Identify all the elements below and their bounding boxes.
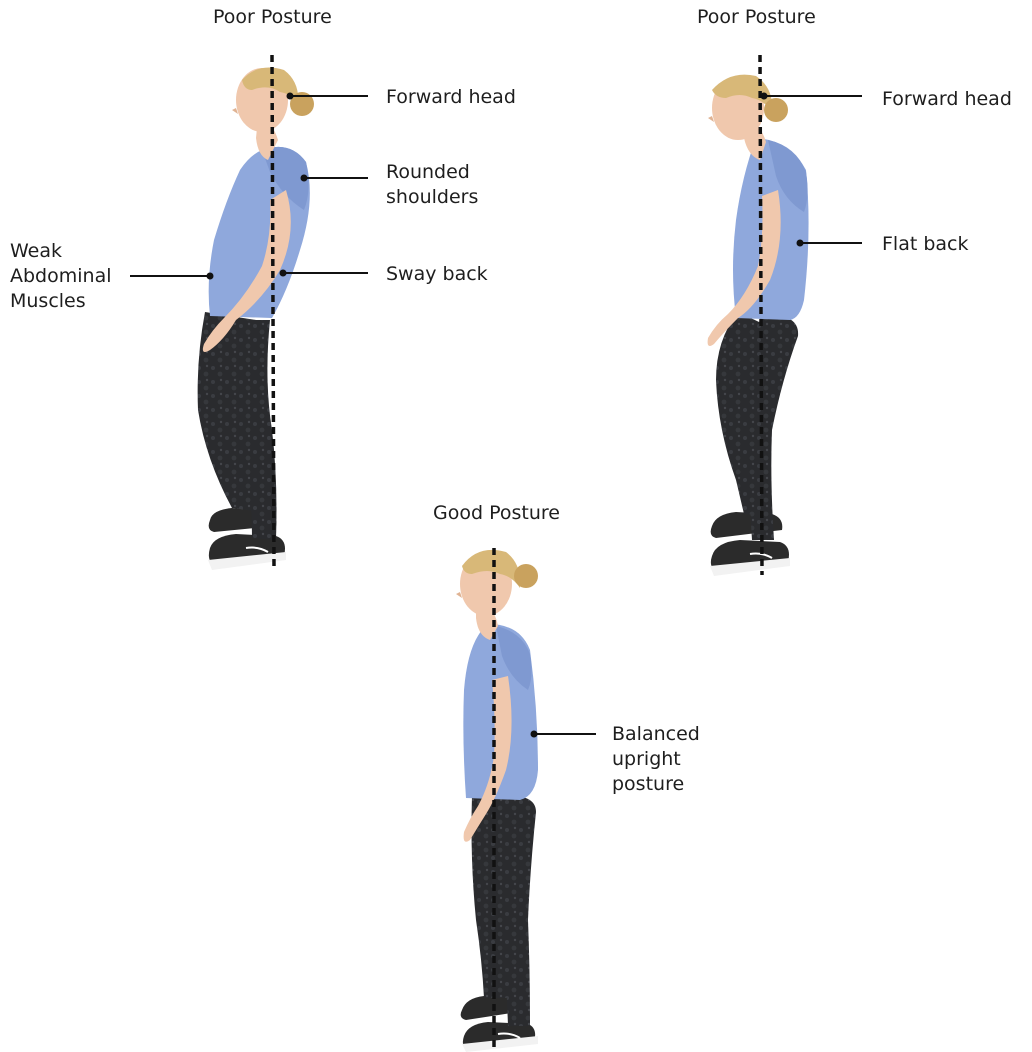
figure-sway-back [130,55,368,570]
callouts-3 [531,731,597,738]
head-3 [456,550,538,640]
legs-2 [716,312,798,540]
legs-3 [472,795,537,1026]
plumb-line-1 [272,55,274,568]
figure-flat-back [708,55,862,576]
figure-good-posture [456,548,596,1052]
shoes-2 [710,512,790,576]
